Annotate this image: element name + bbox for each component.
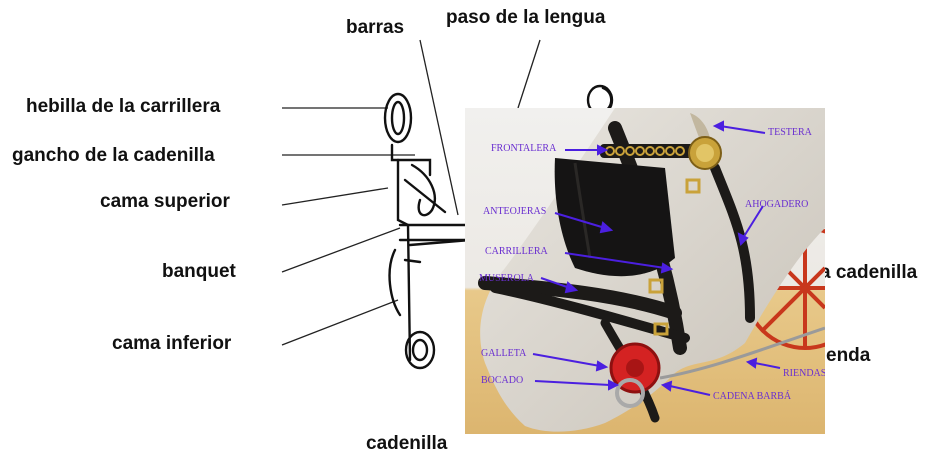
bit-sketch (383, 84, 614, 370)
horse-photo: FRONTALERA TESTERA ANTEOJERAS AHOGADERO … (465, 108, 825, 434)
photo-label-bocado: BOCADO (481, 375, 524, 386)
photo-label-anteojeras: ANTEOJERAS (483, 206, 547, 217)
horse-illustration (465, 108, 825, 434)
label-hebilla-de-la-carrillera: hebilla de la carrillera (26, 96, 221, 117)
label-barras: barras (346, 17, 405, 38)
label-banquet: banquet (162, 261, 236, 282)
label-cama-inferior: cama inferior (112, 333, 232, 354)
rein (659, 326, 825, 380)
leader-barras (419, 39, 459, 216)
label-cama-superior: cama superior (100, 191, 230, 212)
photo-label-cadena-barba: CADENA BARBÁ (713, 391, 792, 402)
photo-label-riendas: RIENDAS (783, 368, 825, 379)
leader-cama-superior (281, 187, 389, 206)
blinker (554, 158, 675, 277)
label-cadenilla: cadenilla (366, 433, 448, 454)
photo-label-testera: TESTERA (768, 127, 812, 138)
label-paso-de-la-lengua: paso de la lengua (446, 7, 606, 28)
leader-paso (517, 39, 541, 109)
photo-label-galleta: GALLETA (481, 348, 527, 359)
label-gancho-de-la-cadenilla: gancho de la cadenilla (12, 145, 215, 166)
frontalera-chain (600, 136, 722, 170)
photo-label-ahogadero: AHOGADERO (745, 199, 809, 210)
label-cadenilla-partial: a cadenilla (820, 262, 918, 283)
leader-cama-inferior (281, 299, 399, 346)
photo-label-carrillera: CARRILLERA (485, 246, 548, 257)
photo-label-frontalera: FRONTALERA (491, 143, 557, 154)
bocado-ring (615, 378, 645, 408)
leader-banquet (281, 227, 401, 273)
label-rienda-partial: enda (826, 345, 871, 366)
photo-label-muserola: MUSEROLA (479, 273, 535, 284)
